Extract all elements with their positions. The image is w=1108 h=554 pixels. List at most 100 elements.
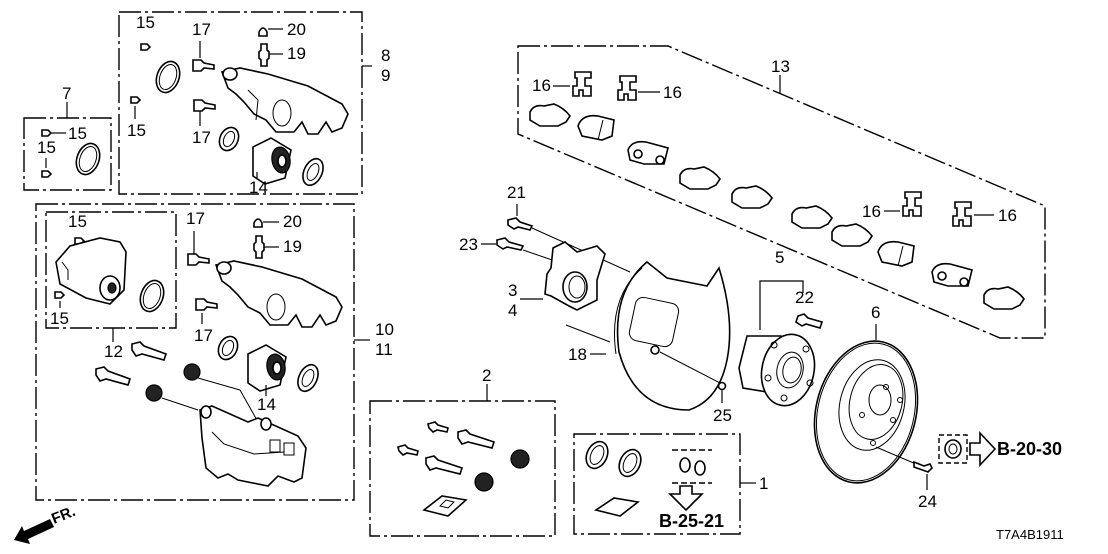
caliper-body-icon [214, 260, 343, 328]
callout-17: 17 [192, 128, 211, 147]
callout-15: 15 [127, 121, 146, 140]
grease-packet-icon [422, 495, 468, 517]
reference-b-20-30[interactable]: B-20-30 [997, 439, 1062, 459]
seal-icon [218, 126, 240, 152]
bolt-icon [187, 253, 210, 266]
hub-icon [760, 333, 816, 407]
piston-boot-icon [297, 363, 319, 393]
bolt-icon [130, 96, 142, 104]
bolt-icon [192, 59, 215, 72]
reference-b-25-21[interactable]: B-25-21 [659, 511, 724, 531]
group-box-2 [369, 400, 556, 537]
callout-23: 23 [459, 235, 478, 254]
bolt-icon [397, 444, 419, 456]
callout-8: 8 [381, 46, 390, 65]
group-1: 1 B-25-21 [573, 433, 768, 535]
bolt-icon [496, 237, 525, 251]
callout-16: 16 [532, 76, 551, 95]
callout-4: 4 [508, 301, 517, 320]
pad-shim-icon [791, 205, 833, 229]
diagram-code: T7A4B1911 [996, 527, 1064, 542]
arrow-icon [14, 519, 54, 544]
bracket-bore-icon [562, 271, 588, 303]
callout-15: 15 [37, 138, 56, 157]
group-box-1 [573, 433, 741, 535]
brake-pad-icon [577, 114, 615, 141]
bleeder-cap-icon [258, 27, 268, 37]
bolt-icon [195, 298, 218, 311]
screw-icon [717, 381, 727, 391]
callout-14: 14 [249, 178, 268, 197]
group-box-12 [45, 211, 177, 329]
callout-21: 21 [507, 183, 526, 202]
group-8-9: 8 9 15 15 17 17 20 19 [118, 11, 390, 197]
o-ring-icon [139, 279, 165, 313]
callout-7: 7 [62, 84, 71, 103]
callout-6: 6 [871, 303, 880, 322]
group-box-13 [517, 45, 1046, 339]
callout-3: 3 [508, 281, 517, 300]
group-box-8-9 [118, 11, 363, 195]
grease-packet-icon [594, 497, 640, 517]
seal-icon [618, 448, 642, 478]
callout-16: 16 [998, 206, 1017, 225]
front-direction-indicator: FR. [14, 503, 78, 544]
disc-screw-icon [913, 460, 933, 473]
pin-boot-icon [474, 472, 494, 492]
guide-pin-bolt-icon [95, 366, 132, 386]
bleeder-screw-icon [253, 235, 265, 259]
reference-arrow-icon [969, 430, 997, 468]
callout-17: 17 [194, 326, 213, 345]
group-7: 7 15 15 [23, 84, 112, 191]
hub-nut-reference: B-20-30 [938, 430, 1062, 468]
callout-17: 17 [186, 209, 205, 228]
hub-assembly: 5 22 [738, 248, 824, 407]
callout-20: 20 [287, 20, 306, 39]
pad-shim-icon [529, 103, 571, 127]
seal-icon [585, 440, 609, 470]
brake-pad-icon [877, 240, 915, 267]
callout-24: 24 [918, 492, 937, 511]
washer-icon [679, 457, 691, 473]
callout-9: 9 [381, 66, 390, 85]
pad-clip-icon [902, 191, 922, 217]
bleeder-screw-icon [258, 43, 270, 67]
guide-pin-bolt-icon [457, 429, 496, 449]
guide-pin-bolt-icon [425, 455, 464, 475]
group-10-11: 10 11 12 15 15 17 17 20 19 [35, 203, 394, 501]
hub-nut-box [938, 434, 968, 464]
pad-clip-icon [572, 71, 592, 97]
callout-22: 22 [795, 288, 814, 307]
callout-12: 12 [104, 342, 123, 361]
callout-13: 13 [771, 57, 790, 76]
bolt-icon [41, 170, 53, 178]
pin-boot-icon [510, 449, 530, 469]
pad-shim-icon [831, 223, 873, 247]
callout-20: 20 [283, 212, 302, 231]
o-ring-icon [155, 60, 181, 94]
pin-boot-icon [183, 363, 201, 381]
callout-19: 19 [287, 44, 306, 63]
callout-2: 2 [482, 366, 491, 385]
callout-16: 16 [663, 83, 682, 102]
callout-15: 15 [68, 212, 87, 231]
direction-label: FR. [49, 503, 78, 528]
callout-17: 17 [192, 20, 211, 39]
brake-disc-icon [813, 340, 919, 484]
washer-icon [694, 460, 706, 476]
bolt-icon [41, 129, 53, 137]
callout-14: 14 [257, 395, 276, 414]
bolt-icon [140, 43, 152, 51]
callout-25: 25 [713, 406, 732, 425]
disc-center-bore-icon [868, 384, 892, 416]
callout-15: 15 [50, 309, 69, 328]
wheel-stud-icon [795, 313, 824, 329]
o-ring-icon [75, 142, 101, 176]
caliper-pin-boss-icon [222, 67, 238, 81]
callout-19: 19 [283, 237, 302, 256]
group-2: 2 [369, 366, 556, 537]
callout-11: 11 [375, 340, 393, 359]
reference-arrow-icon [668, 485, 704, 512]
callout-10: 10 [375, 320, 394, 339]
